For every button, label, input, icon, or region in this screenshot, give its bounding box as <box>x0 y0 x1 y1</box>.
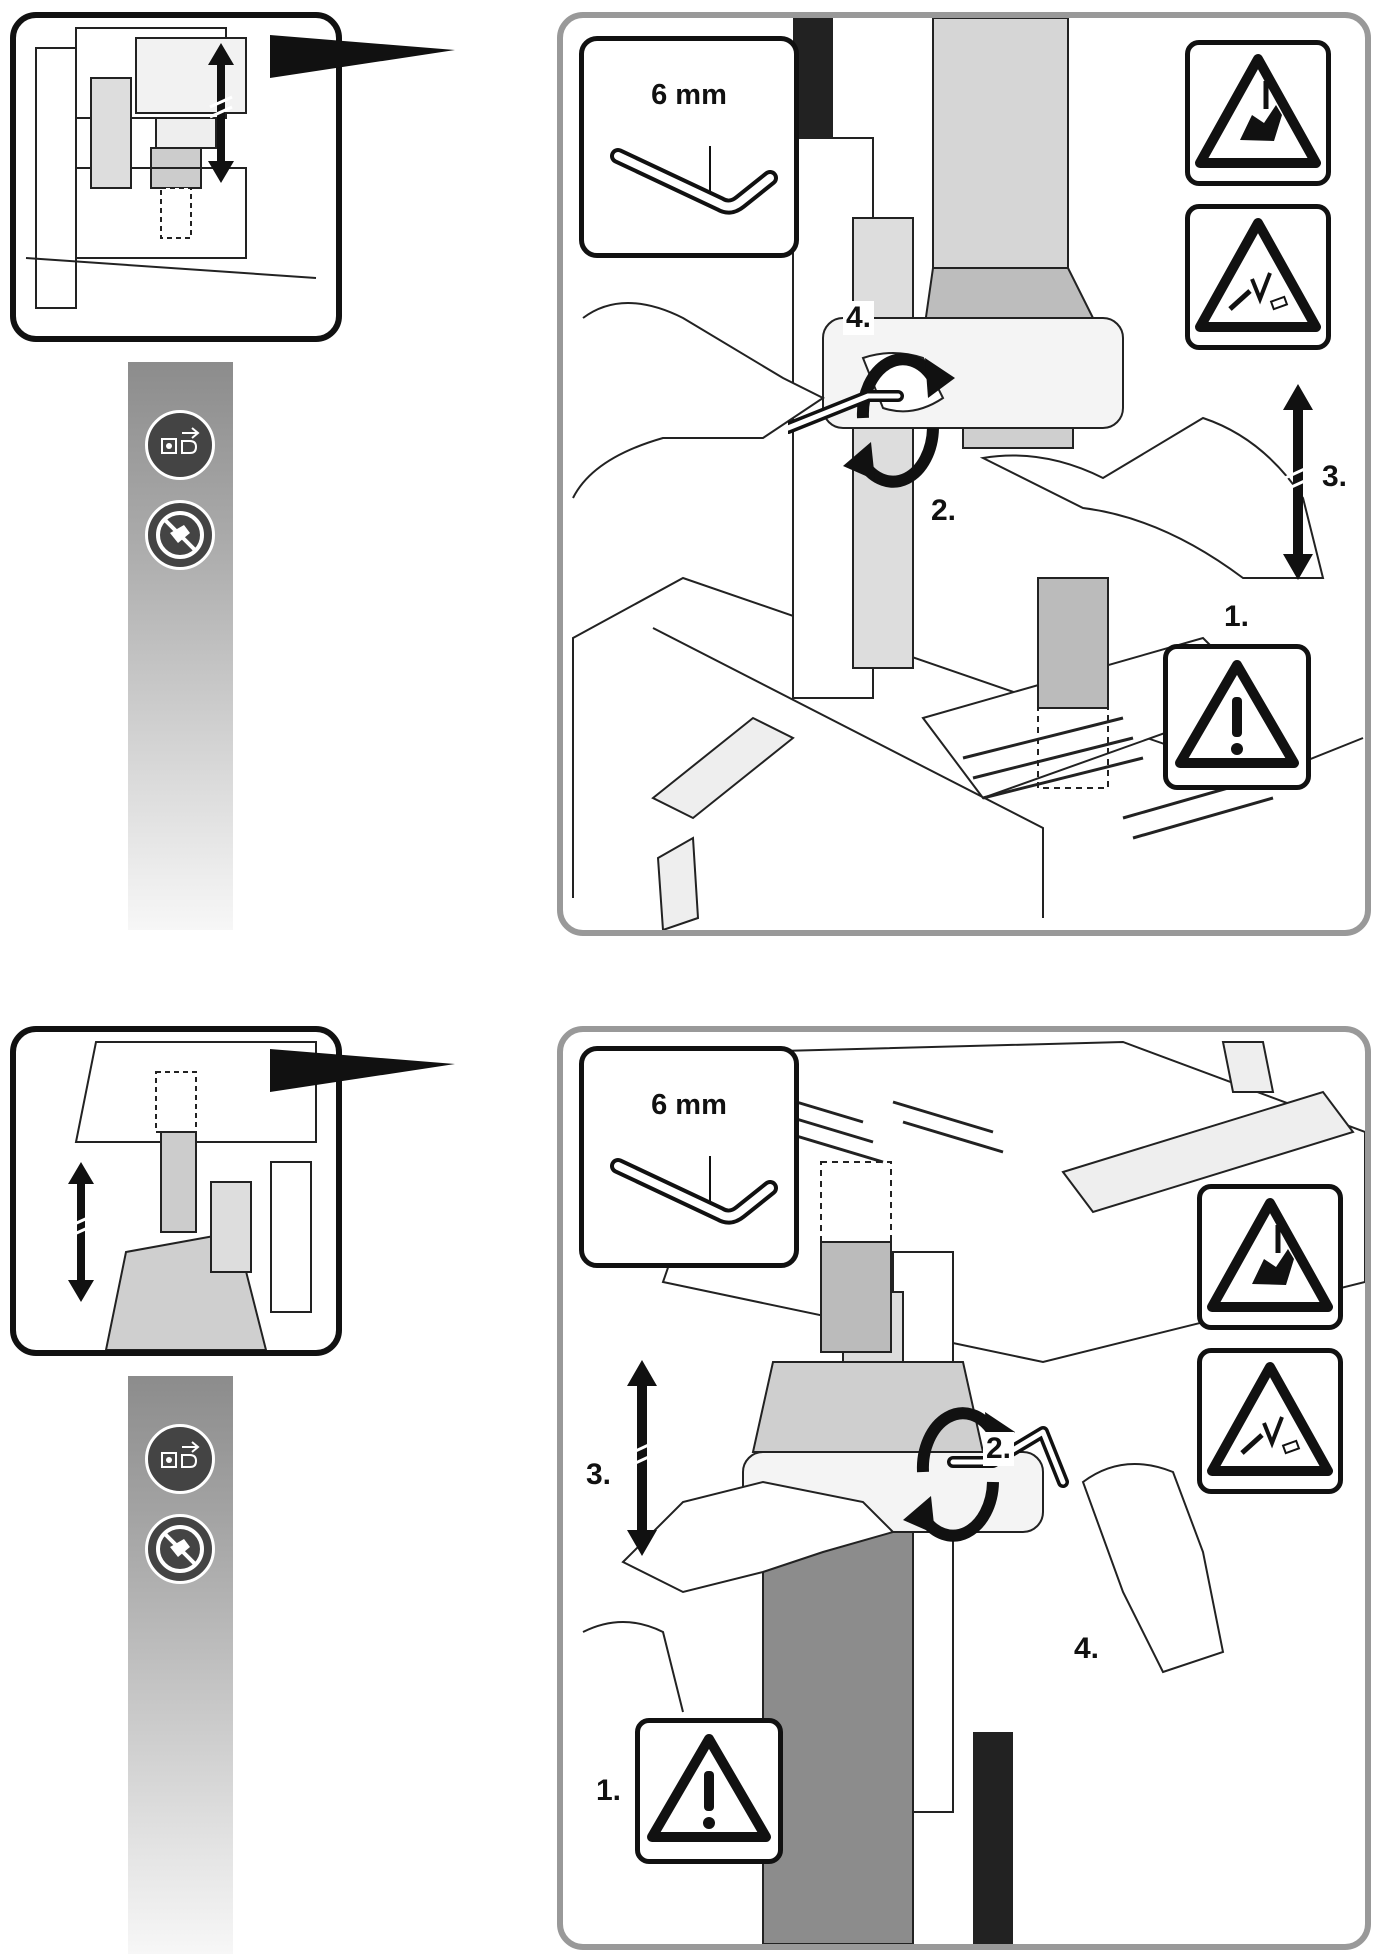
hex-key-icon <box>610 1156 778 1225</box>
step-label-1: 1. <box>593 1774 625 1808</box>
unplug-power-icon <box>145 410 215 480</box>
bottom-thumbnail-drawing <box>74 1041 317 1350</box>
tool-size-label: 6 mm <box>651 1089 727 1121</box>
tool-size-label: 6 mm <box>651 79 727 111</box>
tool-size-box: 6 mm <box>579 36 799 258</box>
callout-pointer <box>270 1049 455 1092</box>
step-label-3: 3. <box>1319 460 1351 494</box>
flying-chips-sign <box>1197 1348 1343 1494</box>
bottom-main-illustration <box>582 1040 1365 1944</box>
step-label-3: 3. <box>583 1458 615 1492</box>
crush-hazard-sign <box>1197 1184 1343 1330</box>
general-warning-icon <box>647 1734 771 1842</box>
crush-hazard-icon <box>1207 1198 1333 1312</box>
callout-pointer <box>270 35 455 78</box>
rotate-arrows-icon <box>843 353 955 488</box>
top-sidebar-strip <box>128 362 233 930</box>
up-down-arrow-icon <box>1283 384 1313 580</box>
bottom-sidebar-strip <box>128 1376 233 1954</box>
bottom-main-panel: 6 mm <box>557 1026 1371 1950</box>
flying-chips-icon <box>1195 218 1321 332</box>
crush-hazard-sign <box>1185 40 1331 186</box>
general-warning-sign <box>1163 644 1311 790</box>
bottom-thumbnail <box>10 1026 342 1356</box>
general-warning-sign <box>635 1718 783 1864</box>
step-label-2: 2. <box>928 494 960 528</box>
crush-hazard-icon <box>1195 54 1321 168</box>
hex-key-in-use <box>947 1426 1069 1488</box>
up-down-arrow-icon <box>208 43 234 183</box>
general-warning-icon <box>1175 660 1299 768</box>
flying-chips-sign <box>1185 204 1331 350</box>
step-label-4: 4. <box>843 301 875 335</box>
step-label-4: 4. <box>1071 1632 1103 1666</box>
tool-size-box: 6 mm <box>579 1046 799 1268</box>
hex-key-in-use <box>788 390 904 434</box>
up-down-arrow-icon <box>68 1162 94 1302</box>
unplug-power-icon <box>145 1424 215 1494</box>
step-label-1: 1. <box>1221 600 1253 634</box>
up-down-arrow-icon <box>627 1360 657 1556</box>
no-touch-cutter-icon <box>145 500 215 570</box>
no-touch-cutter-icon <box>145 1514 215 1584</box>
step-label-2: 2. <box>983 1432 1015 1466</box>
top-main-panel: 6 mm <box>557 12 1371 936</box>
hex-key-icon <box>610 146 778 215</box>
flying-chips-icon <box>1207 1362 1333 1476</box>
